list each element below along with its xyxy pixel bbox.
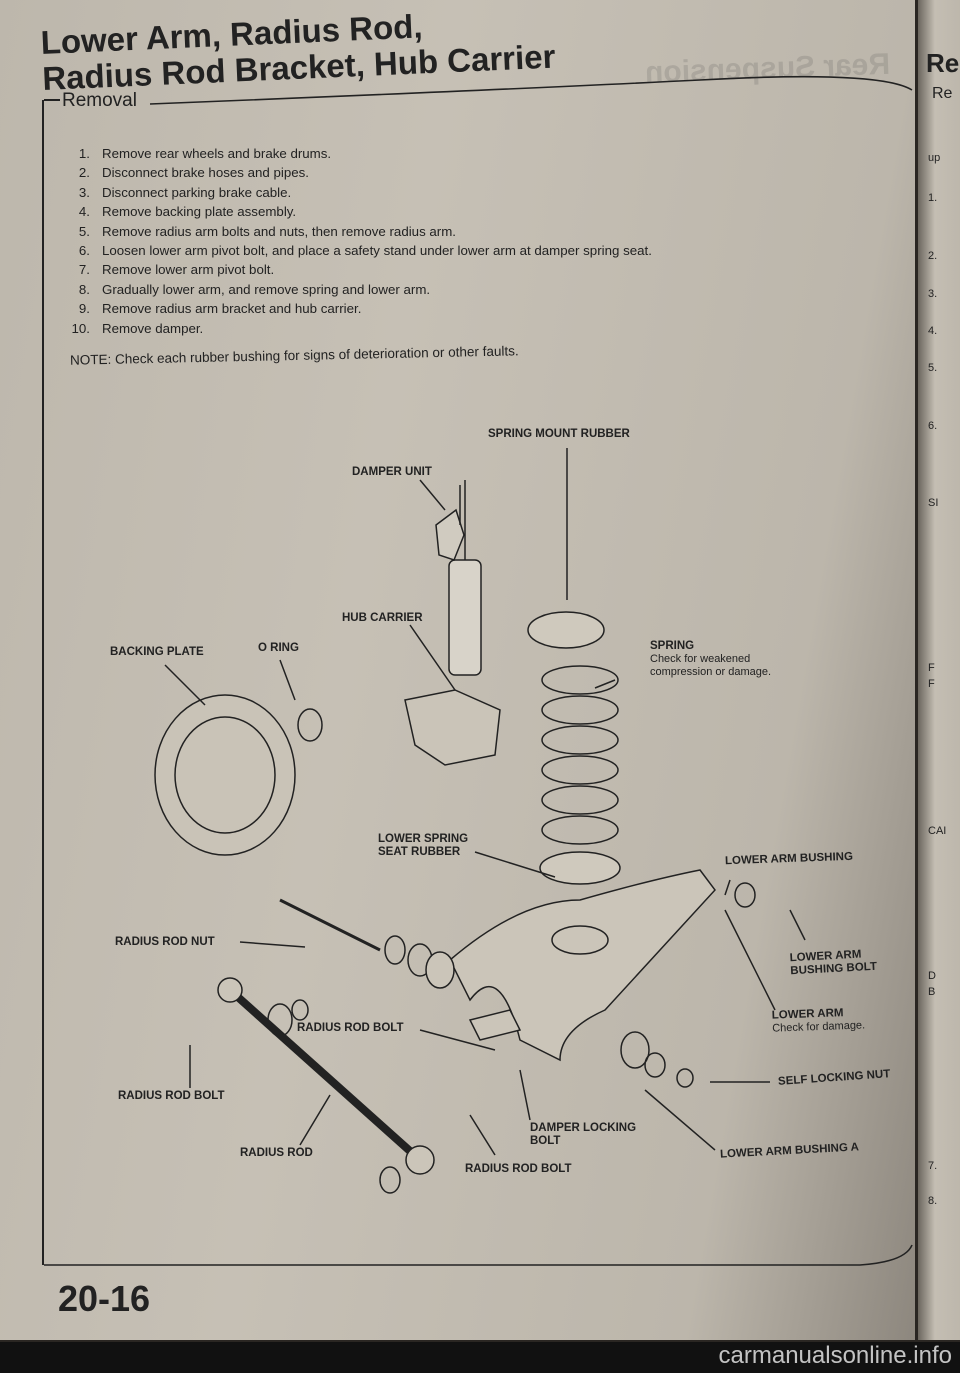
label-radius-rod-bolt: RADIUS ROD BOLT (297, 1022, 404, 1034)
watermark-text: carmanualsonline.info (718, 1342, 952, 1369)
step-text: Gradually lower arm, and remove spring a… (102, 281, 431, 297)
step-number: 1. (78, 146, 90, 161)
adjacent-text: SI (928, 497, 939, 509)
adjacent-text: 8. (928, 1195, 938, 1207)
page-number: 20-16 (58, 1278, 151, 1319)
damper-body (448, 559, 482, 676)
label-line: SEAT RUBBER (378, 846, 461, 858)
label-radius-rod-nut: RADIUS ROD NUT (115, 936, 215, 948)
step-number: 9. (78, 301, 90, 317)
label-lower-arm: LOWER ARM Check for damage. (772, 1006, 866, 1035)
lower-arm (449, 869, 716, 1062)
step-number: 7. (78, 262, 90, 278)
coil-spring (541, 665, 619, 845)
o-ring (297, 708, 323, 742)
adjacent-text: D (928, 970, 936, 982)
step-text: Remove backing plate assembly. (102, 204, 297, 220)
label-o-ring: O RING (258, 642, 299, 654)
watermark-bar: carmanualsonline.info (0, 1342, 960, 1373)
step-number: 2. (78, 165, 90, 181)
adjacent-text: 4. (928, 325, 938, 337)
label-backing-plate: BACKING PLATE (110, 646, 204, 658)
label-radius-rod-bolt: RADIUS ROD BOLT (118, 1090, 225, 1102)
frame-lines (0, 0, 915, 1340)
step-text: Remove lower arm pivot bolt. (102, 262, 275, 278)
label-spring-mount-rubber: SPRING MOUNT RUBBER (488, 428, 630, 440)
step-text: Remove radius arm bracket and hub carrie… (102, 301, 362, 317)
spring-note: compression or damage. (650, 666, 772, 678)
adjacent-text: 3. (928, 288, 938, 300)
frame-rule (42, 100, 44, 1265)
backing-plate (154, 694, 296, 856)
step-text: Remove radius arm bolts and nuts, then r… (102, 223, 457, 239)
spring-note: Check for weakened (650, 653, 751, 665)
label-lower-spring-seat-rubber: LOWER SPRING SEAT RUBBER (378, 833, 468, 859)
label-radius-rod-bolt: RADIUS ROD BOLT (465, 1163, 572, 1175)
step-text: Remove damper. (102, 320, 204, 336)
adjacent-text: B (928, 986, 936, 998)
spring-title: SPRING (650, 640, 695, 652)
step-item: 5. Remove radius arm bolts and nuts, then… (52, 222, 652, 241)
section-heading: Removal (62, 90, 137, 111)
exploded-diagram (154, 510, 716, 1174)
lower-spring-seat (539, 851, 621, 885)
manual-page: Rear Suspension Lower Arm, Radius Rod, R… (0, 0, 915, 1340)
label-radius-rod: RADIUS ROD (240, 1147, 313, 1159)
adjacent-text: 7. (928, 1160, 938, 1172)
step-item: 4. Remove backing plate assembly. (52, 202, 652, 221)
label-hub-carrier: HUB CARRIER (342, 612, 423, 624)
adjacent-page: Rea Re up 1. 2. 3. 4. 5. 6. SI F F CAI D… (918, 0, 960, 1340)
adjacent-text: 2. (928, 250, 938, 262)
step-item: 3. Disconnect parking brake cable. (52, 183, 652, 202)
hub-carrier (404, 689, 501, 766)
label-spring: SPRING Check for weakened compression or… (650, 640, 771, 679)
adjacent-text: CAI (928, 825, 947, 837)
adjacent-text: up (928, 152, 941, 164)
step-text: Disconnect brake hoses and pipes. (102, 165, 309, 181)
adjacent-text: 6. (928, 420, 938, 432)
step-item: 10. Remove damper. (52, 319, 652, 338)
radius-rod (227, 987, 423, 1163)
adjacent-text: 5. (928, 362, 938, 374)
step-number: 6. (78, 243, 90, 259)
label-lower-arm-bushing-bolt: LOWER ARM BUSHING BOLT (789, 948, 877, 979)
label-damper-locking-bolt: DAMPER LOCKING BOLT (530, 1122, 636, 1148)
step-number: 10. (71, 320, 91, 336)
step-item: 1. Remove rear wheels and brake drums. (52, 144, 652, 163)
step-item: 2. Disconnect brake hoses and pipes. (52, 163, 652, 182)
step-number: 3. (78, 184, 90, 200)
label-line: BOLT (530, 1135, 561, 1147)
step-item: 9. Remove radius arm bracket and hub carr… (52, 299, 652, 318)
step-item: 8. Gradually lower arm, and remove spring… (52, 280, 652, 299)
step-text: Remove rear wheels and brake drums. (102, 146, 332, 161)
adjacent-section: Re (932, 85, 953, 102)
label-damper-unit: DAMPER UNIT (352, 466, 432, 478)
step-item: 7. Remove lower arm pivot bolt. (52, 260, 652, 279)
adjacent-text: F (928, 678, 935, 690)
step-number: 8. (78, 281, 90, 297)
step-text: Loosen lower arm pivot bolt, and place a… (102, 243, 652, 259)
adjacent-text: F (928, 662, 935, 674)
step-number: 4. (78, 204, 90, 220)
adjacent-title: Rea (926, 48, 960, 78)
label-line: LOWER SPRING (378, 833, 469, 845)
step-number: 5. (78, 223, 90, 239)
spring-mount-rubber (527, 611, 605, 649)
step-item: 6. Loosen lower arm pivot bolt, and place… (52, 241, 652, 260)
step-list: 1. Remove rear wheels and brake drums. 2.… (52, 144, 652, 338)
adjacent-text: 1. (928, 192, 938, 204)
step-text: Disconnect parking brake cable. (102, 184, 292, 200)
label-line: DAMPER LOCKING (530, 1122, 637, 1134)
